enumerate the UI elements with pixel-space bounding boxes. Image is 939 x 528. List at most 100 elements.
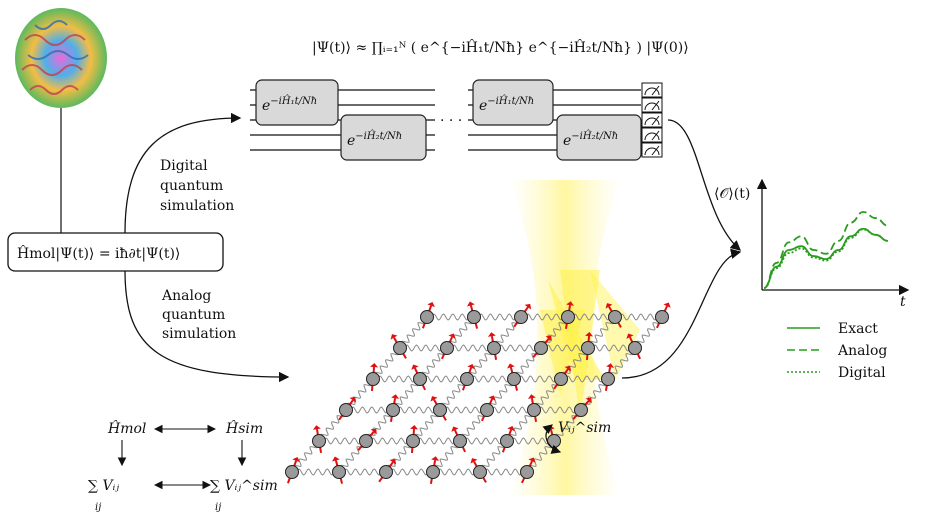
mapping-h-mol: Ĥmol	[107, 419, 146, 437]
coupling-spring	[580, 377, 609, 412]
chart-legend	[787, 327, 820, 373]
coupling-spring	[533, 406, 582, 414]
schrodinger-equation: Ĥmol|Ψ(t)⟩ = iħ∂t|Ψ(t)⟩	[17, 244, 180, 262]
coupling-spring	[372, 346, 401, 381]
coupling-spring	[291, 468, 340, 476]
atom-spin	[532, 335, 552, 358]
atom-spin	[426, 456, 440, 484]
digital-label-line1: Digital	[160, 158, 208, 174]
gate-h2-last	[556, 114, 642, 161]
coupling-spring	[607, 346, 636, 381]
coupling-spring	[486, 406, 535, 414]
coupling-spring	[513, 375, 562, 383]
atom-spin	[467, 301, 481, 329]
coupling-spring	[567, 313, 616, 321]
mapping-arrows	[117, 424, 247, 490]
coupling-spring	[493, 315, 522, 350]
coupling-spring	[614, 313, 663, 321]
meter-icon	[641, 97, 663, 113]
digital-label-line2: quantum	[160, 178, 223, 194]
coupling-spring	[560, 375, 609, 383]
protein-structure-image	[15, 8, 107, 108]
atom-spin	[513, 303, 532, 328]
gate-h2-first-label: e−iĤ₂t/Nħ	[347, 130, 402, 149]
atom-spin	[386, 394, 400, 422]
coupling-spring	[540, 344, 589, 352]
atom-spin	[572, 397, 592, 420]
gate-h1-last	[472, 79, 554, 126]
coupling-spring	[338, 439, 367, 474]
meter-icon	[641, 127, 663, 143]
atom-spin	[332, 456, 346, 484]
mapping-sum-v-sim: ∑ Vᵢⱼ^sim	[210, 478, 278, 494]
atom-spin	[581, 332, 595, 361]
atom-spin	[440, 333, 456, 360]
chart-x-label: t	[900, 294, 906, 310]
coupling-spring	[540, 315, 569, 350]
analog-label-line2: quantum	[162, 307, 225, 323]
legend-analog: Analog	[837, 343, 887, 359]
gate-h2-first	[340, 114, 427, 161]
atom-spin	[357, 428, 377, 451]
analog-label-line1: Analog	[161, 288, 211, 304]
atom-spin	[553, 365, 572, 390]
trotter-equation: |Ψ(t)⟩ ≈ ∏ᵢ₌₁ᴺ ( e^{−iĤ₁t/Nħ} e^{−iĤ₂t/N…	[312, 38, 689, 56]
meter-icon	[641, 142, 663, 158]
gate-h1-first	[255, 79, 339, 126]
coupling-spring	[399, 344, 448, 352]
atom-spin	[561, 301, 575, 329]
observable-chart	[756, 178, 910, 296]
coupling-spring	[493, 344, 542, 352]
coupling-spring	[345, 406, 394, 414]
atom-spin	[470, 458, 487, 483]
legend-digital: Digital	[838, 365, 886, 381]
atom-spin	[507, 363, 521, 391]
atom-spin	[451, 426, 467, 453]
atom-spin	[480, 395, 496, 422]
atom-spin	[527, 394, 541, 422]
atom-spin	[378, 458, 397, 483]
atom-spin	[500, 425, 515, 453]
coupling-spring	[513, 346, 542, 381]
coupling-spring	[318, 408, 347, 443]
coupling-spring	[392, 377, 421, 412]
atom-spin	[655, 302, 671, 329]
coupling-spring	[432, 439, 461, 474]
coupling-spring	[466, 375, 515, 383]
coupling-spring	[432, 468, 481, 476]
atom-spin	[420, 301, 435, 329]
coupling-spring	[412, 408, 441, 443]
atom-spin	[338, 396, 357, 421]
gate-h1-last-label: e−iĤ₁t/Nħ	[479, 95, 534, 114]
coupling-spring	[385, 468, 434, 476]
coupling-spring	[345, 377, 374, 412]
measurement-meters	[641, 82, 663, 158]
analog-to-chart-arrow	[621, 248, 742, 379]
atom-spin	[366, 363, 380, 392]
schrodinger-box	[7, 232, 224, 272]
atom-spin	[430, 396, 447, 421]
atom-spin	[605, 303, 622, 328]
mapping-sum-index-left: ij	[95, 502, 101, 513]
atom-lattice	[285, 301, 671, 484]
mapping-sum-v: ∑ Vᵢⱼ	[88, 478, 119, 494]
analog-label-line3: simulation	[162, 326, 236, 342]
legend-exact: Exact	[838, 321, 878, 337]
digital-arrow	[124, 112, 242, 234]
atom-spin	[285, 456, 300, 484]
coupling-spring	[392, 406, 441, 414]
coupling-spring	[459, 437, 508, 445]
chart-y-label: ⟨𝒪⟩(t)	[714, 186, 750, 202]
gate-h2-last-label: e−iĤ₂t/Nħ	[563, 130, 618, 149]
coupling-spring	[426, 313, 475, 321]
atom-spin	[520, 457, 536, 484]
coupling-spring	[365, 408, 394, 443]
coupling-spring	[520, 313, 569, 321]
mapping-sum-index-right: ij	[215, 502, 221, 513]
gate-h1-first-label: e−iĤ₁t/Nħ	[262, 95, 317, 114]
atom-spin	[406, 425, 420, 454]
coupling-spring	[587, 315, 616, 350]
atom-spin	[626, 333, 642, 360]
atom-spin	[487, 332, 501, 360]
